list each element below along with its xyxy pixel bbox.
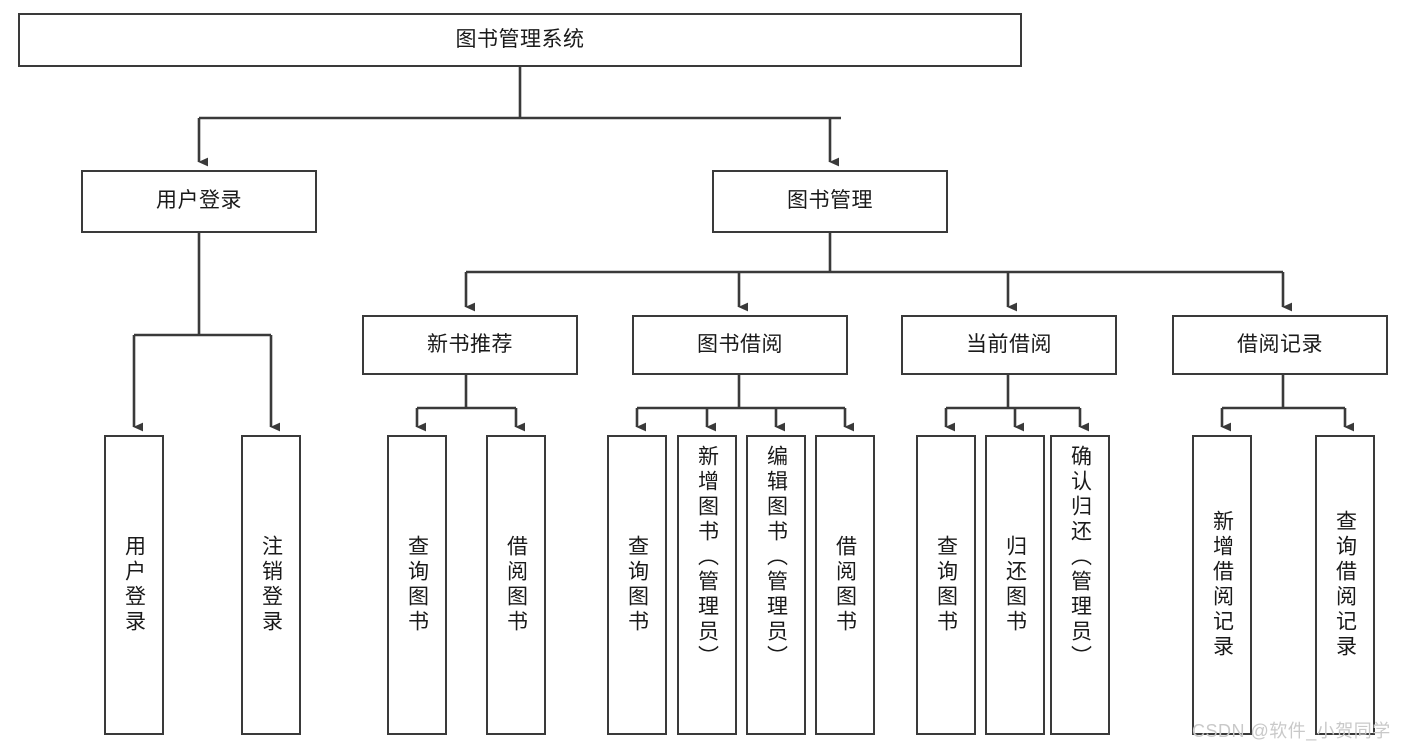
leaf-book-borrow-edit[interactable]: 编辑图书（管理员） [746, 435, 806, 735]
leaf-user-login-signin[interactable]: 用户登录 [104, 435, 164, 735]
leaf-new-book-borrow[interactable]: 借阅图书 [486, 435, 546, 735]
node-root-system-label: 图书管理系统 [455, 27, 585, 51]
leaf-book-borrow-add-label: 新增图书（管理员） [695, 445, 719, 670]
leaf-current-borrow-query[interactable]: 查询图书 [916, 435, 976, 735]
leaf-current-borrow-return-label: 归还图书 [1003, 535, 1027, 635]
csdn-watermark: CSDN @软件_小贺同学 [1192, 721, 1391, 741]
leaf-new-book-query[interactable]: 查询图书 [387, 435, 447, 735]
leaf-current-borrow-query-label: 查询图书 [934, 535, 958, 635]
leaf-user-login-signout-label: 注销登录 [259, 535, 283, 635]
leaf-book-borrow-add[interactable]: 新增图书（管理员） [677, 435, 737, 735]
leaf-book-borrow-query[interactable]: 查询图书 [607, 435, 667, 735]
leaf-borrow-record-query-label: 查询借阅记录 [1333, 510, 1357, 660]
node-book-borrow-label: 图书借阅 [697, 332, 783, 356]
leaf-book-borrow-query-label: 查询图书 [625, 535, 649, 635]
node-book-management[interactable]: 图书管理 [712, 170, 948, 233]
node-book-management-label: 图书管理 [787, 189, 873, 213]
leaf-book-borrow-edit-label: 编辑图书（管理员） [764, 445, 788, 670]
node-user-login[interactable]: 用户登录 [81, 170, 317, 233]
leaf-borrow-record-add[interactable]: 新增借阅记录 [1192, 435, 1252, 735]
leaf-new-book-query-label: 查询图书 [405, 535, 429, 635]
leaf-current-borrow-return[interactable]: 归还图书 [985, 435, 1045, 735]
node-new-book-recommend[interactable]: 新书推荐 [362, 315, 578, 375]
leaf-book-borrow-borrow-label: 借阅图书 [833, 535, 857, 635]
leaf-current-borrow-confirm-label: 确认归还（管理员） [1068, 445, 1092, 670]
leaf-user-login-signout[interactable]: 注销登录 [241, 435, 301, 735]
leaf-user-login-signin-label: 用户登录 [122, 535, 146, 635]
node-root-system[interactable]: 图书管理系统 [18, 13, 1022, 67]
node-current-borrow[interactable]: 当前借阅 [901, 315, 1117, 375]
node-user-login-label: 用户登录 [156, 189, 242, 213]
node-book-borrow[interactable]: 图书借阅 [632, 315, 848, 375]
node-current-borrow-label: 当前借阅 [966, 332, 1052, 356]
leaf-current-borrow-confirm[interactable]: 确认归还（管理员） [1050, 435, 1110, 735]
leaf-book-borrow-borrow[interactable]: 借阅图书 [815, 435, 875, 735]
node-borrow-record-label: 借阅记录 [1237, 332, 1323, 356]
leaf-new-book-borrow-label: 借阅图书 [504, 535, 528, 635]
node-borrow-record[interactable]: 借阅记录 [1172, 315, 1388, 375]
leaf-borrow-record-query[interactable]: 查询借阅记录 [1315, 435, 1375, 735]
node-new-book-recommend-label: 新书推荐 [427, 332, 513, 356]
leaf-borrow-record-add-label: 新增借阅记录 [1210, 510, 1234, 660]
